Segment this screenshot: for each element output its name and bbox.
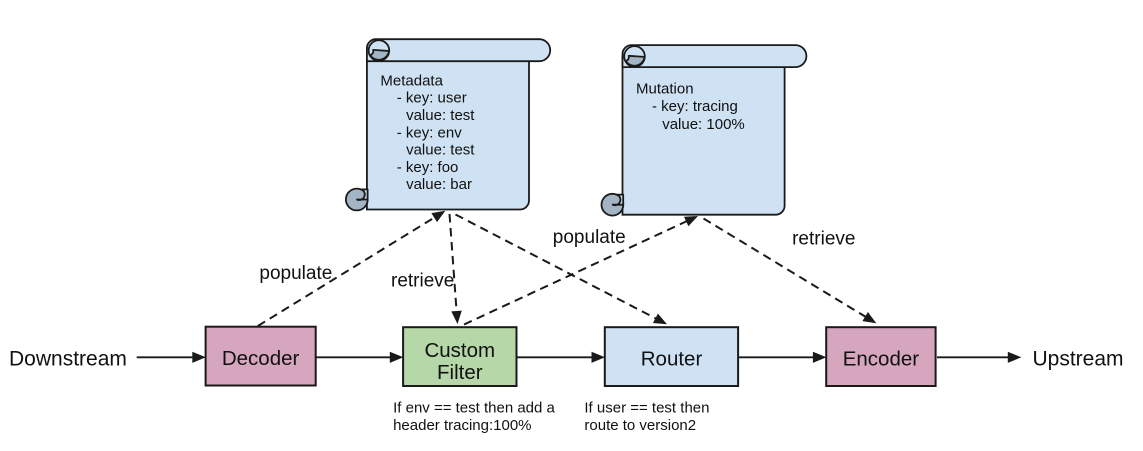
svg-text:value: bar: value: bar [406, 176, 472, 193]
svg-text:value: test: value: test [406, 142, 475, 159]
svg-text:Custom: Custom [424, 339, 495, 362]
svg-text:- key: user: - key: user [397, 90, 467, 107]
svg-text:retrieve: retrieve [391, 271, 454, 292]
svg-text:Encoder: Encoder [843, 347, 920, 370]
svg-text:Downstream: Downstream [9, 347, 127, 370]
svg-text:Decoder: Decoder [222, 347, 300, 370]
svg-text:- key: foo: - key: foo [397, 159, 459, 176]
svg-text:Mutation: Mutation [636, 81, 694, 98]
svg-text:route to version2: route to version2 [584, 417, 696, 434]
svg-text:Filter: Filter [437, 361, 483, 384]
svg-text:Upstream: Upstream [1033, 348, 1124, 371]
svg-text:populate: populate [553, 227, 626, 248]
svg-text:If env == test then add a: If env == test then add a [393, 400, 555, 417]
svg-text:Router: Router [641, 347, 703, 370]
svg-text:retrieve: retrieve [792, 228, 855, 249]
svg-text:If user == test then: If user == test then [584, 400, 709, 417]
svg-text:populate: populate [259, 263, 332, 284]
svg-text:- key: tracing: - key: tracing [652, 98, 738, 115]
svg-text:value: test: value: test [406, 107, 475, 124]
svg-text:Metadata: Metadata [380, 72, 443, 89]
svg-text:header tracing:100%: header tracing:100% [393, 417, 531, 434]
svg-text:- key: env: - key: env [397, 124, 463, 141]
svg-text:value: 100%: value: 100% [662, 116, 745, 133]
